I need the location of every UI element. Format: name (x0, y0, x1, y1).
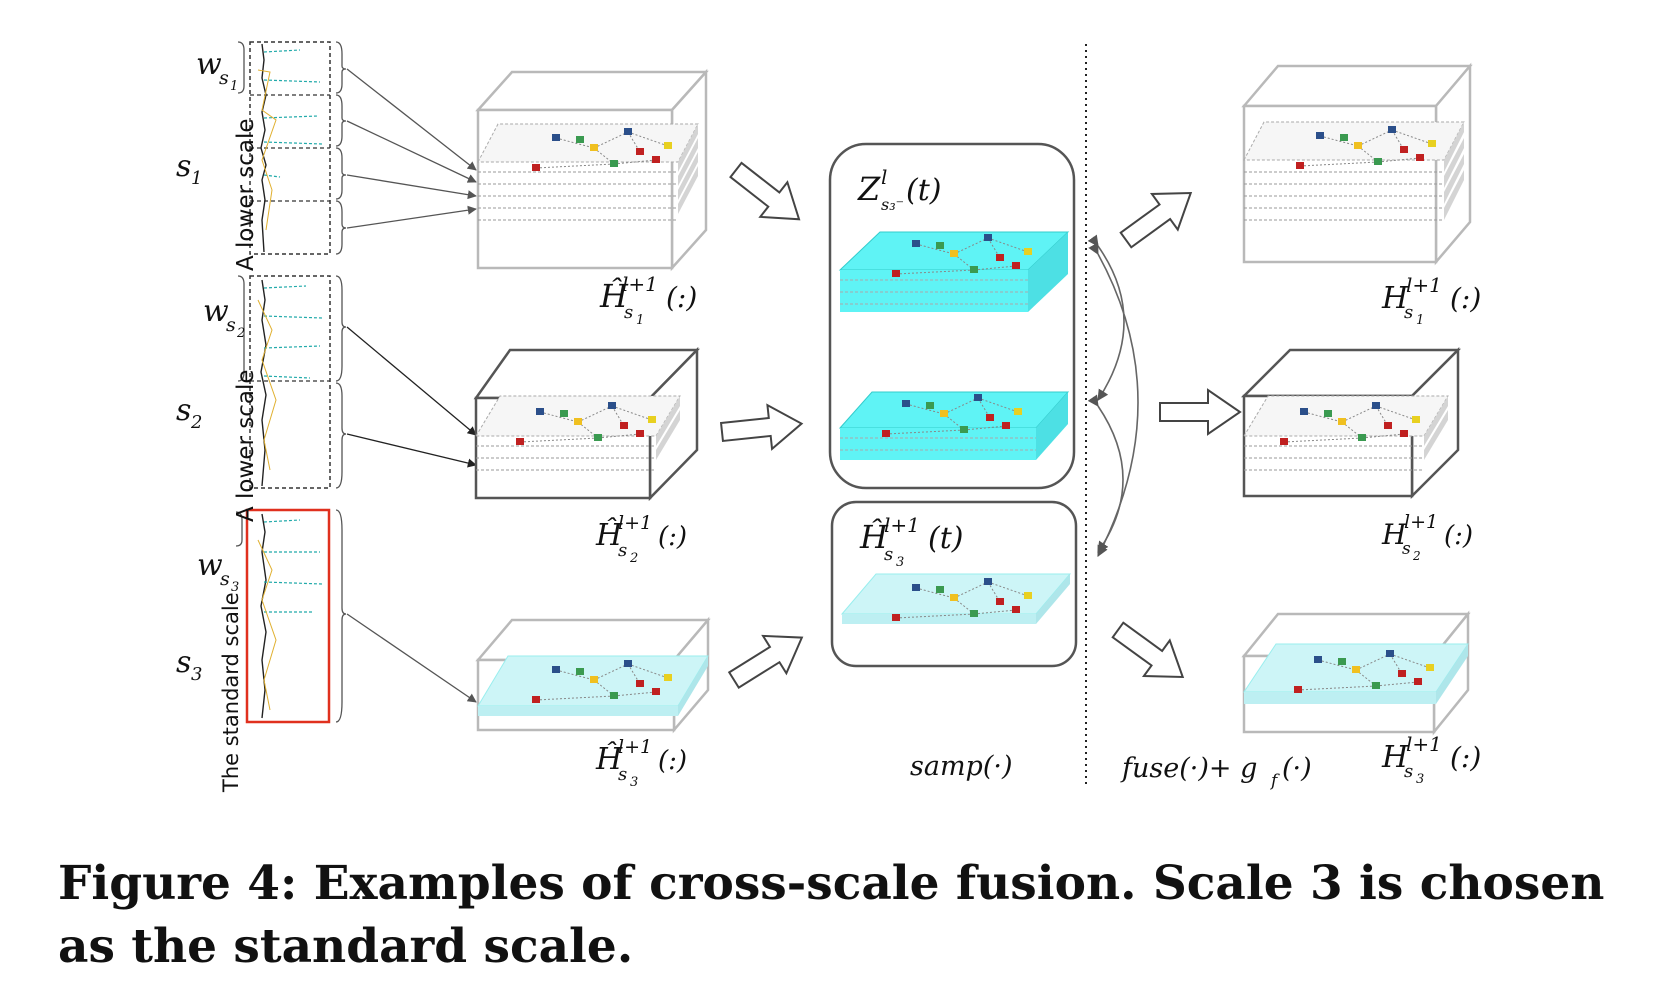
svg-text:s: s (220, 568, 230, 590)
box-h-hat-s3 (475, 616, 711, 734)
svg-text:l: l (881, 165, 887, 189)
svg-text:1: 1 (636, 313, 644, 328)
svg-text:H: H (1381, 518, 1407, 551)
series-strip-s2 (249, 275, 331, 489)
svg-text:s₃⁻: s₃⁻ (881, 195, 904, 214)
label-h-hat-s2: Ĥ l+1 s 2 (:) (595, 512, 687, 566)
hollow-arrow-s1-to-samp (721, 151, 814, 238)
fusion-curved-arrows (1087, 234, 1139, 557)
svg-text:l+1: l+1 (1406, 732, 1442, 756)
svg-text:s: s (176, 149, 191, 184)
svg-text:(:): (:) (1450, 282, 1481, 315)
label-s1: s 1 (176, 149, 202, 189)
svg-text:Ĥ: Ĥ (595, 517, 623, 553)
svg-text:Ĥ: Ĥ (595, 741, 623, 777)
svg-text:l+1: l+1 (1406, 273, 1442, 297)
series-strip-s3 (245, 508, 331, 724)
box-h-hat-s1 (475, 68, 709, 272)
svg-text:Ĥ: Ĥ (599, 277, 629, 315)
cross-scale-fusion-diagram: Ĥ l+1 s 1 (:) Ĥ l+1 s 2 (:) Ĥ l+1 s (176, 41, 1481, 793)
label-h-s3: H l+1 s 3 (:) (1381, 732, 1481, 787)
figure-caption: Figure 4: Examples of cross-scale fusion… (58, 856, 1605, 974)
box-h-hat-s2 (473, 346, 700, 502)
label-s2: s 2 (176, 393, 202, 433)
svg-text:1: 1 (230, 79, 238, 94)
svg-text:H: H (1381, 281, 1409, 316)
svg-text:Ĥ: Ĥ (859, 518, 889, 556)
svg-text:Z: Z (857, 170, 881, 208)
label-samp: samp(·) (910, 751, 1013, 782)
svg-text:s: s (176, 393, 191, 428)
svg-text:(:): (:) (1450, 741, 1481, 774)
svg-text:w: w (203, 294, 229, 329)
svg-text:(t): (t) (928, 521, 963, 556)
label-standard-scale: The standard scale (219, 592, 243, 793)
label-w-s1: w s 1 (196, 47, 238, 94)
label-s3: s 3 (176, 645, 202, 685)
label-h-hat-s3: Ĥ l+1 s 3 (:) (595, 736, 687, 790)
hollow-arrow-s3-to-samp (721, 617, 815, 700)
svg-text:s: s (1404, 302, 1413, 323)
label-w-s3: w s 3 (197, 548, 239, 595)
series-strip-s1 (249, 41, 331, 255)
hollow-arrow-to-h-s2 (1159, 389, 1241, 435)
label-h-hat-t: Ĥ l+1 s 3 (t) (859, 513, 963, 570)
window-mapping-arrows (346, 68, 477, 703)
h-hat-t-box (830, 500, 1078, 668)
svg-text:3: 3 (1416, 772, 1424, 787)
svg-text:s: s (226, 314, 236, 336)
svg-text:(t): (t) (906, 173, 941, 208)
svg-text:s: s (884, 544, 893, 565)
svg-text:3: 3 (630, 775, 638, 790)
svg-text:s: s (1404, 761, 1413, 782)
svg-text:f: f (1269, 771, 1280, 791)
svg-text:s: s (176, 645, 191, 680)
svg-text:3: 3 (231, 580, 239, 595)
svg-text:(:): (:) (658, 522, 687, 552)
label-fuse: fuse(·)+ g f (·) (1120, 753, 1312, 791)
svg-text:l+1: l+1 (1404, 511, 1438, 533)
svg-text:l+1: l+1 (618, 736, 652, 758)
svg-text:2: 2 (629, 551, 638, 566)
svg-text:l+1: l+1 (884, 513, 920, 537)
svg-text:2: 2 (236, 326, 245, 341)
svg-text:H: H (1381, 740, 1409, 775)
svg-text:2: 2 (1412, 549, 1421, 563)
svg-text:w: w (197, 548, 223, 583)
svg-text:s: s (624, 302, 633, 323)
svg-text:l+1: l+1 (618, 512, 652, 534)
svg-text:s: s (1402, 539, 1411, 559)
label-h-s1: H l+1 s 1 (:) (1381, 273, 1481, 328)
svg-text:s: s (219, 67, 229, 89)
svg-text:(:): (:) (666, 281, 697, 314)
label-w-s2: w s 2 (203, 294, 245, 341)
svg-text:(:): (:) (658, 746, 687, 776)
hollow-arrow-s2-to-samp (718, 400, 805, 455)
hollow-arrow-to-h-s1 (1112, 174, 1205, 259)
hollow-arrow-to-h-s3 (1104, 611, 1197, 696)
label-lower-scale-2: A lower scale (233, 370, 259, 523)
svg-text:3: 3 (191, 664, 202, 685)
svg-text:2: 2 (190, 412, 202, 433)
svg-text:1: 1 (191, 168, 202, 189)
svg-text:l+1: l+1 (622, 272, 658, 296)
svg-text:fuse(·)+ g: fuse(·)+ g (1120, 753, 1257, 784)
window-braces (235, 41, 347, 723)
box-h-s2 (1240, 346, 1462, 500)
svg-text:(·): (·) (1282, 753, 1312, 784)
svg-text:(:): (:) (1444, 521, 1473, 551)
svg-text:3: 3 (896, 555, 904, 570)
label-lower-scale-1: A lower scale (233, 119, 259, 272)
z-box (828, 142, 1076, 490)
label-h-s2: H l+1 s 2 (:) (1381, 511, 1473, 563)
box-h-s3 (1241, 610, 1471, 736)
svg-text:s: s (618, 764, 627, 785)
box-h-s1 (1241, 62, 1473, 266)
svg-text:1: 1 (1416, 313, 1424, 328)
svg-text:s: s (618, 540, 627, 561)
label-h-hat-s1: Ĥ l+1 s 1 (:) (599, 272, 697, 328)
label-z: Z l s₃⁻ (t) (857, 165, 941, 214)
svg-text:w: w (196, 47, 222, 82)
